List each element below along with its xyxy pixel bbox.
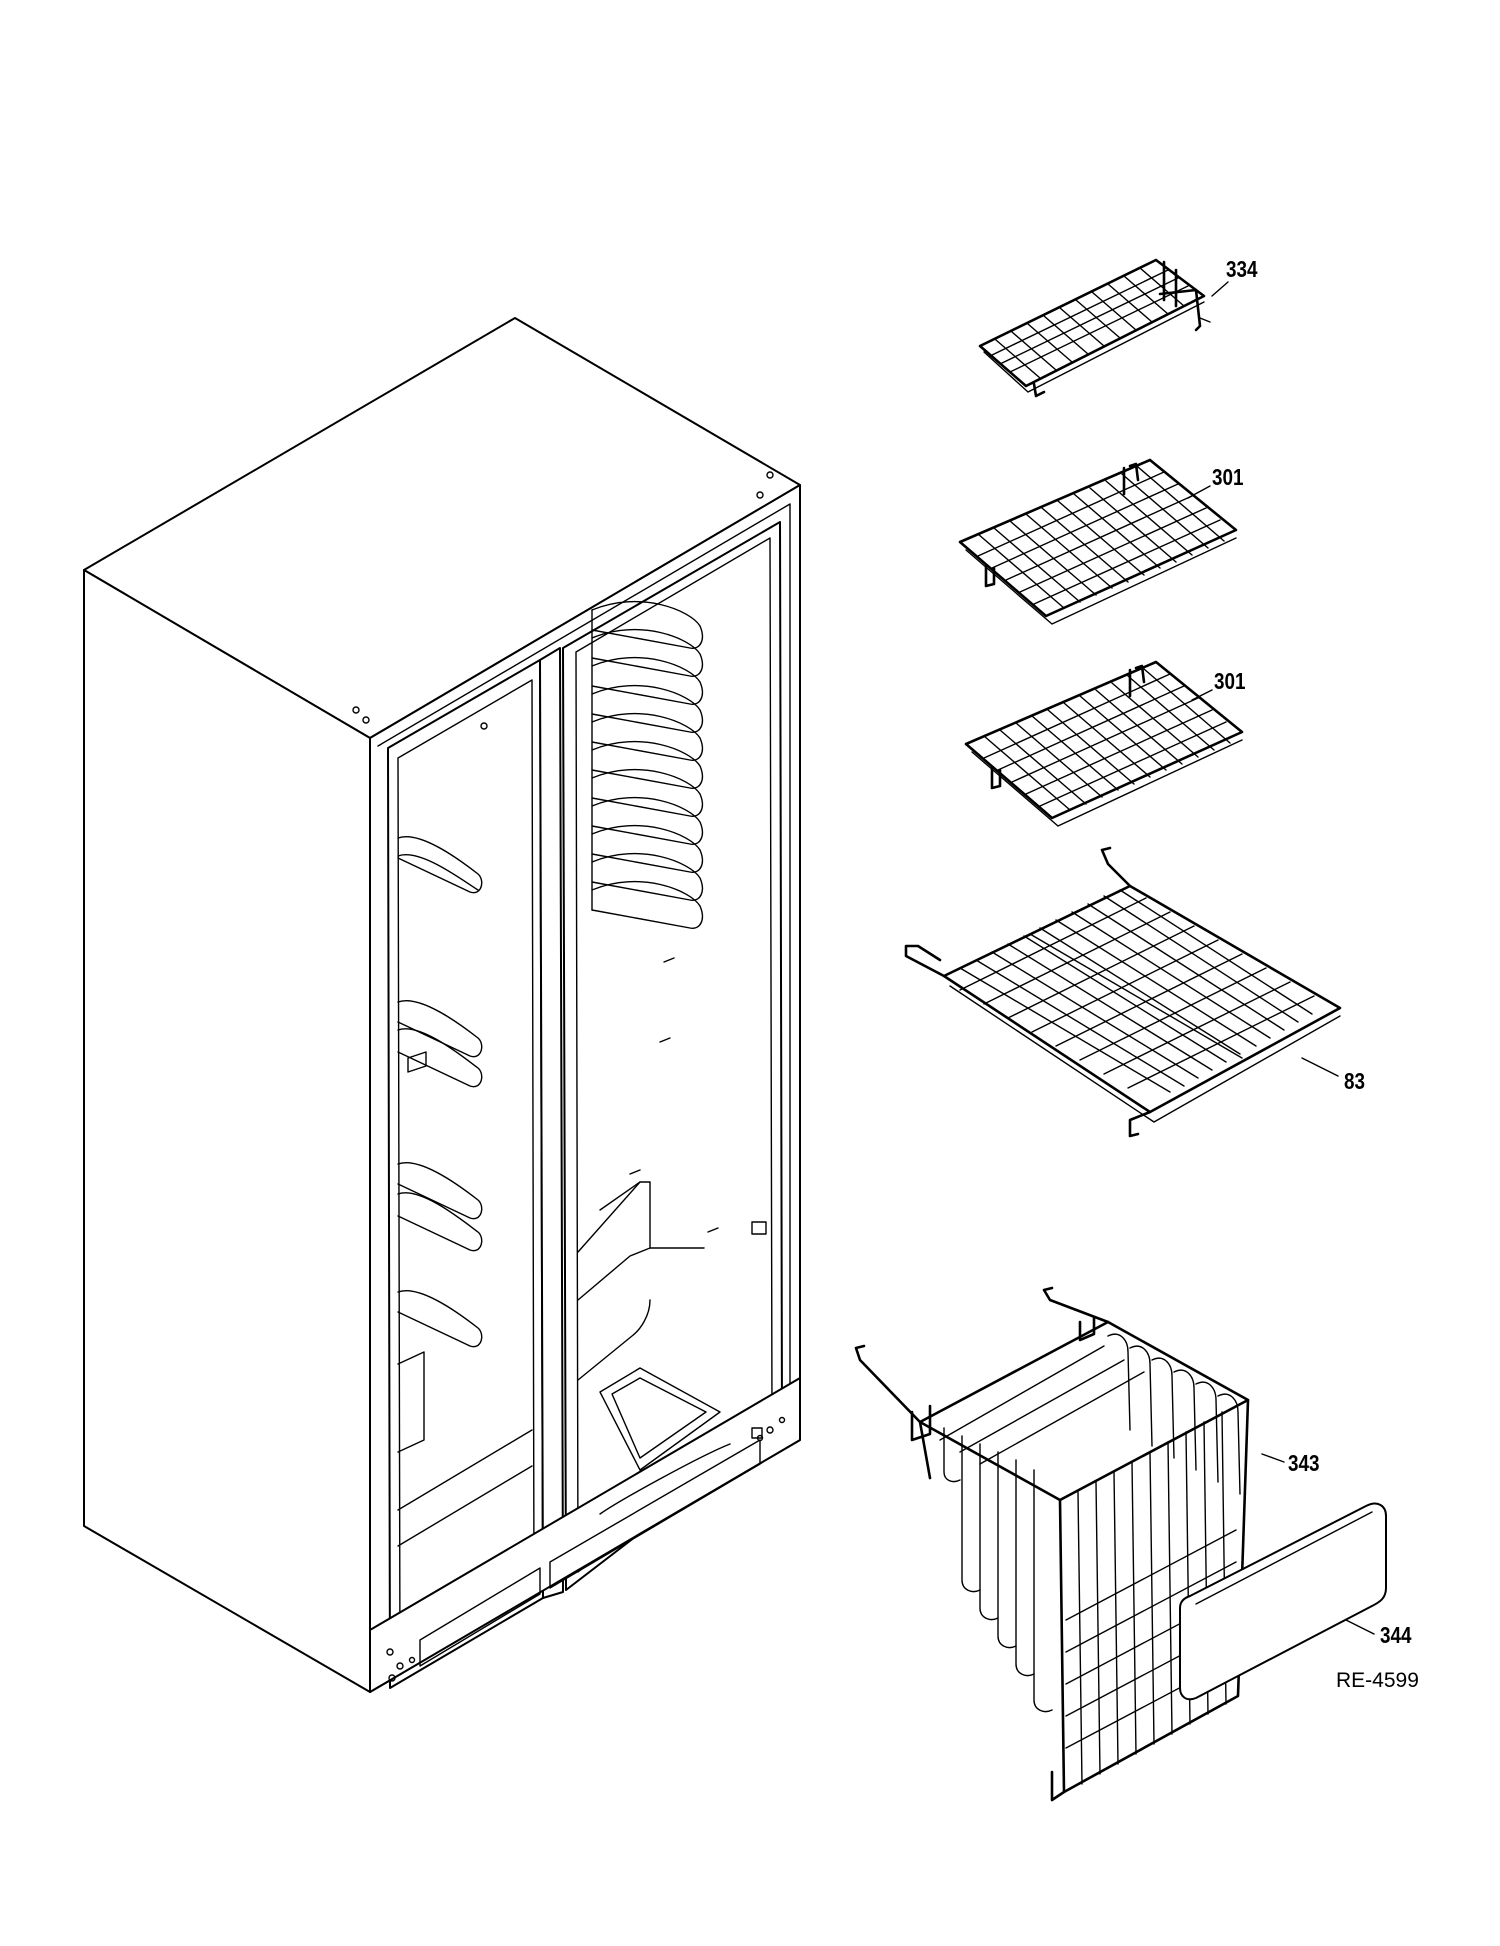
wire-basket-343 xyxy=(854,1286,1250,1802)
callout-301-upper: 301 xyxy=(1212,464,1244,490)
freezer-mounting-slots xyxy=(629,957,767,1235)
callout-83: 83 xyxy=(1344,1068,1365,1094)
wire-shelf-83 xyxy=(904,846,1342,1138)
wire-shelf-301-lower xyxy=(964,660,1244,827)
wire-shelf-301-upper xyxy=(958,458,1238,625)
basket-front-344 xyxy=(1179,1502,1387,1701)
reference-code: RE-4599 xyxy=(1336,1669,1419,1692)
freezer-shelf-rails xyxy=(591,601,704,929)
callout-301-lower: 301 xyxy=(1214,668,1246,694)
refrigerator-cabinet xyxy=(83,317,801,1693)
leader-lines xyxy=(1187,281,1375,1635)
fresh-food-shelf-rails xyxy=(397,722,488,1453)
callout-334: 334 xyxy=(1226,256,1258,282)
wire-shelf-334 xyxy=(978,258,1211,398)
callout-343: 343 xyxy=(1288,1450,1320,1476)
callout-344: 344 xyxy=(1380,1622,1412,1648)
